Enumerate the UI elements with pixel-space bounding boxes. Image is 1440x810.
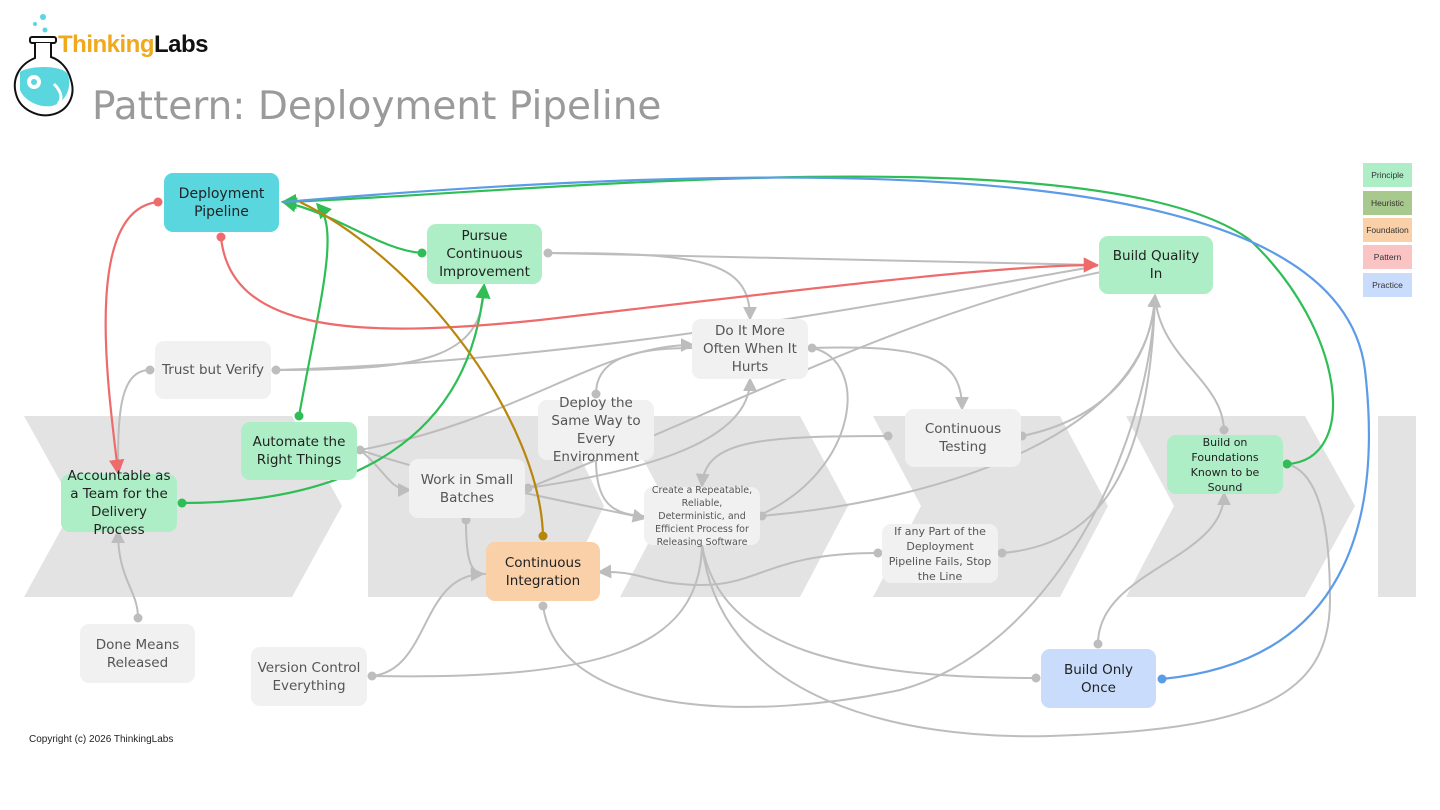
edge-automate-to-smallbatches	[359, 449, 412, 497]
legend-heuristic: Heuristic	[1363, 191, 1412, 215]
node-version-control-everything[interactable]: Version Control Everything	[251, 647, 367, 706]
edge-deploysame-to-repeatable	[595, 459, 645, 517]
edge-testing-to-repeatable	[695, 435, 889, 488]
edge-accountable-to-improvement	[181, 282, 491, 505]
node-repeatable-process[interactable]: Create a Repeatable, Reliable, Determini…	[644, 485, 760, 548]
node-stop-the-line[interactable]: If any Part of the Deployment Pipeline F…	[882, 524, 998, 583]
edge-automate-to-domore	[359, 338, 695, 451]
edge-repeatable-to-foundations-loop	[701, 463, 1332, 738]
node-build-only-once[interactable]: Build Only Once	[1041, 649, 1156, 708]
edge-pipeline-to-quality	[219, 236, 1100, 330]
edge-improvement-to-pipeline	[281, 197, 423, 255]
edge-ci-to-quality	[542, 295, 1156, 708]
edge-buildonce-to-pipeline	[283, 176, 1370, 681]
connector-dots	[133, 197, 1292, 684]
legend-foundation: Foundation	[1363, 218, 1412, 242]
edge-repeatable-to-quality	[759, 295, 1156, 517]
brand-wordmark: ThinkingLabs	[58, 31, 209, 59]
edge-pipeline-to-accountable	[104, 200, 159, 476]
edge-stopline-to-quality	[1001, 295, 1156, 554]
node-done-means-released[interactable]: Done Means Released	[80, 624, 195, 683]
node-continuous-integration[interactable]: Continuous Integration	[486, 542, 600, 601]
edge-repeatable-to-buildonce	[701, 544, 1037, 679]
node-trust-but-verify[interactable]: Trust but Verify	[155, 341, 271, 399]
legend-principle: Principle	[1363, 163, 1412, 187]
brand-part-2: Labs	[153, 31, 209, 58]
legend-pattern: Pattern	[1363, 245, 1412, 269]
node-deployment-pipeline[interactable]: Deployment Pipeline	[164, 173, 279, 232]
edge-domore-to-testing	[811, 346, 969, 411]
node-accountable-as-a-team[interactable]: Accountable as a Team for the Delivery P…	[61, 468, 177, 538]
node-work-in-small-batches[interactable]: Work in Small Batches	[409, 459, 525, 518]
copyright-text: Copyright (c) 2026 ThinkingLabs	[29, 734, 174, 745]
edge-versioncontrol-to-ci	[371, 567, 485, 677]
pipeline-stage-6	[1378, 416, 1416, 597]
edge-trust-to-quality	[275, 265, 1099, 371]
edge-smallbatches-to-domore	[527, 377, 757, 489]
edge-domore-to-repeatable	[759, 347, 849, 516]
brand-part-1: Thinking	[58, 31, 154, 58]
edge-done-to-accountable	[111, 529, 139, 619]
legend-practice: Practice	[1363, 273, 1412, 297]
node-do-it-more-often[interactable]: Do It More Often When It Hurts	[692, 319, 808, 379]
edge-stopline-to-ci	[597, 552, 879, 587]
edge-trust-to-accountable	[117, 369, 151, 475]
page-title: Pattern: Deployment Pipeline	[92, 84, 662, 129]
node-build-quality-in[interactable]: Build Quality In	[1099, 236, 1213, 294]
edge-versioncontrol-to-repeatable	[371, 544, 703, 678]
edge-quality-to-foundations	[1154, 295, 1225, 433]
edge-improvement-to-quality	[547, 252, 1099, 266]
edge-deploysame-to-domore	[595, 347, 693, 395]
edge-pipeline-to-ci	[299, 201, 545, 537]
node-continuous-testing[interactable]: Continuous Testing	[905, 409, 1021, 467]
edge-automate-to-pipeline	[297, 202, 332, 417]
node-automate-the-right-things[interactable]: Automate the Right Things	[241, 422, 357, 480]
edge-buildonce-to-foundations	[1097, 491, 1231, 645]
node-build-on-foundations[interactable]: Build on Foundations Known to be Sound	[1167, 435, 1283, 494]
edge-foundations-to-pipeline	[280, 175, 1335, 466]
node-pursue-continuous-improvement[interactable]: Pursue Continuous Improvement	[427, 224, 542, 284]
flask-logo-icon	[13, 14, 74, 117]
node-deploy-the-same-way[interactable]: Deploy the Same Way to Every Environment	[538, 395, 654, 465]
